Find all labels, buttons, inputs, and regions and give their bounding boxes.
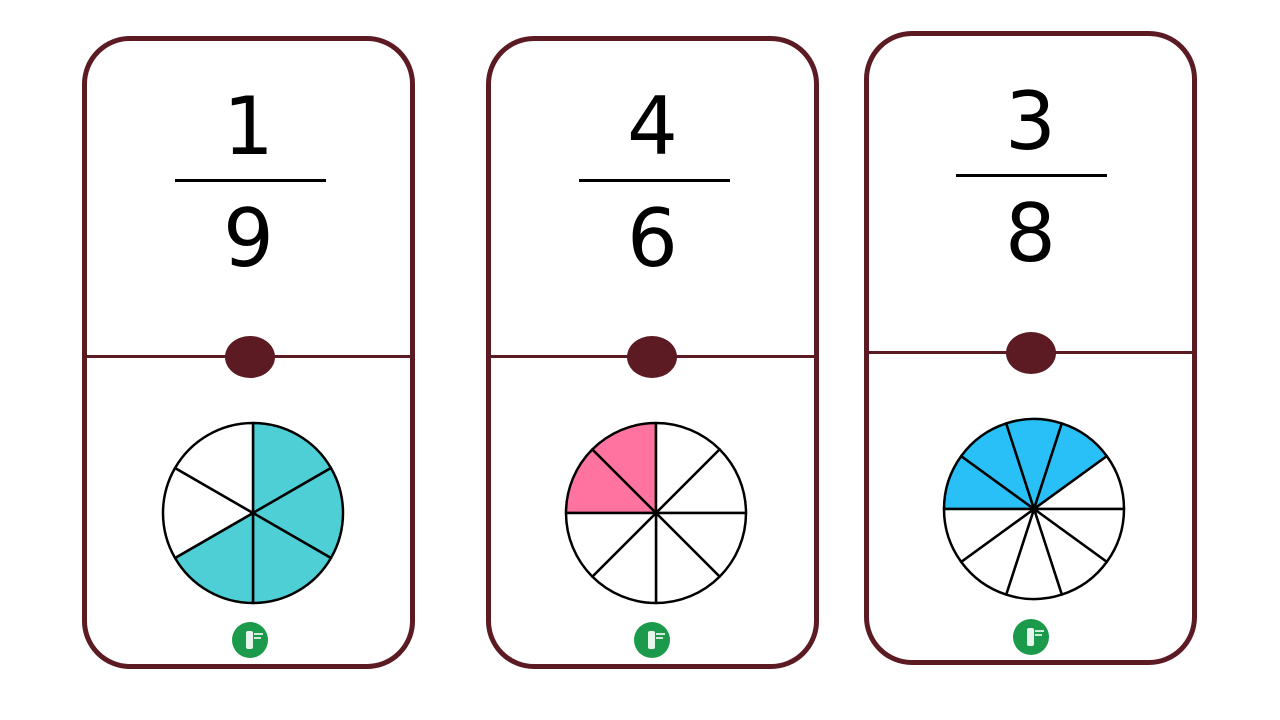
pie-slice-filled — [251, 466, 345, 560]
pie-slice-empty — [654, 421, 721, 515]
pie-slice-filled — [591, 421, 658, 515]
pie-slice-empty — [173, 421, 255, 515]
brand-badge-icon — [634, 622, 670, 658]
pie-slice-empty — [942, 507, 1036, 564]
brand-badge-icon — [1013, 619, 1049, 655]
fraction-bar — [579, 179, 730, 182]
fraction-1: 1 9 — [87, 41, 410, 357]
domino-card-1: 1 9 — [82, 36, 415, 669]
pie-slice-empty — [654, 448, 748, 515]
pie-chart-3 — [942, 417, 1126, 601]
pie-slice-filled — [173, 511, 255, 605]
brand-badge-icon — [232, 622, 268, 658]
numerator: 4 — [627, 80, 678, 173]
fraction-3: 3 8 — [869, 36, 1192, 352]
pie-slice-empty — [591, 511, 658, 605]
numerator: 1 — [223, 80, 274, 173]
divider-dot — [1006, 332, 1056, 374]
domino-card-2: 4 6 — [486, 36, 819, 669]
divider-dot — [225, 336, 275, 378]
denominator: 6 — [627, 192, 678, 285]
pie-slice-filled — [564, 448, 658, 515]
pie-slice-empty — [161, 466, 255, 560]
pie-slice-empty — [654, 511, 748, 578]
domino-card-3: 3 8 — [864, 31, 1197, 665]
fraction-bar — [175, 179, 326, 182]
pie-slice-filled — [251, 511, 333, 605]
pie-slice-empty — [654, 511, 721, 605]
denominator: 8 — [1005, 187, 1056, 280]
pie-slice-empty — [564, 511, 658, 578]
numerator: 3 — [1005, 75, 1056, 168]
pie-slice-filled — [251, 421, 333, 515]
divider-dot — [627, 336, 677, 378]
pie-chart-2 — [564, 421, 748, 605]
pie-chart-1 — [161, 421, 345, 605]
fraction-bar — [956, 174, 1107, 177]
fraction-2: 4 6 — [491, 41, 814, 357]
denominator: 9 — [223, 192, 274, 285]
